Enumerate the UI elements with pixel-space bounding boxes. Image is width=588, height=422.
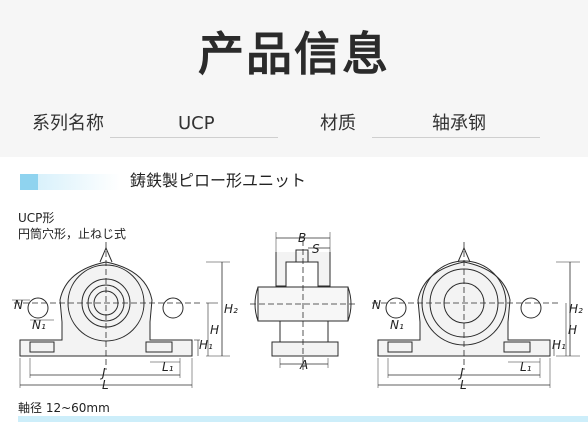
dim-label-s: S <box>312 242 320 256</box>
dim-label-h2-right: H₂ <box>569 302 583 316</box>
dim-label-h2: H₂ <box>224 302 238 316</box>
dim-label-n: N <box>14 298 23 312</box>
type-line: 円筒穴形，止ねじ式 <box>18 227 127 241</box>
series-underline <box>110 137 278 138</box>
dim-label-h-right: H <box>568 323 578 337</box>
drawing-title: 鋳鉄製ピロー形ユニット <box>130 171 307 190</box>
material-underline <box>372 137 540 138</box>
dim-label-h1-right: H₁ <box>552 338 566 352</box>
table-header-bar <box>18 416 588 422</box>
dim-label-h: H <box>210 323 220 337</box>
right-front-view <box>372 242 580 388</box>
info-section <box>0 0 588 157</box>
material-label: 材质 <box>320 113 356 134</box>
dim-label-n1-right: N₁ <box>390 318 404 332</box>
dim-label-j: J <box>102 366 106 380</box>
dim-label-j-right: J <box>460 366 464 380</box>
drawing-header-fade <box>38 174 120 190</box>
drawing-header-accent <box>20 174 38 190</box>
dim-label-n1: N₁ <box>32 318 46 332</box>
dim-label-n-right: N <box>372 298 381 312</box>
dim-label-l1-right: L₁ <box>520 360 532 374</box>
page-title: 产品信息 <box>198 27 390 81</box>
dim-label-l1: L₁ <box>162 360 174 374</box>
series-label: 系列名称 <box>32 113 104 134</box>
side-view <box>250 232 356 370</box>
model-line: UCP形 <box>18 211 55 225</box>
series-value: UCP <box>178 113 215 134</box>
dim-label-a: A <box>300 358 309 372</box>
material-value: 轴承钢 <box>432 113 486 134</box>
left-front-view <box>12 242 230 388</box>
dim-label-h1: H₁ <box>199 338 213 352</box>
dim-label-b: B <box>298 231 307 245</box>
range-line: 軸径 12~60mm <box>18 401 110 415</box>
dim-label-l: L <box>102 378 109 392</box>
dim-label-l-right: L <box>460 378 467 392</box>
